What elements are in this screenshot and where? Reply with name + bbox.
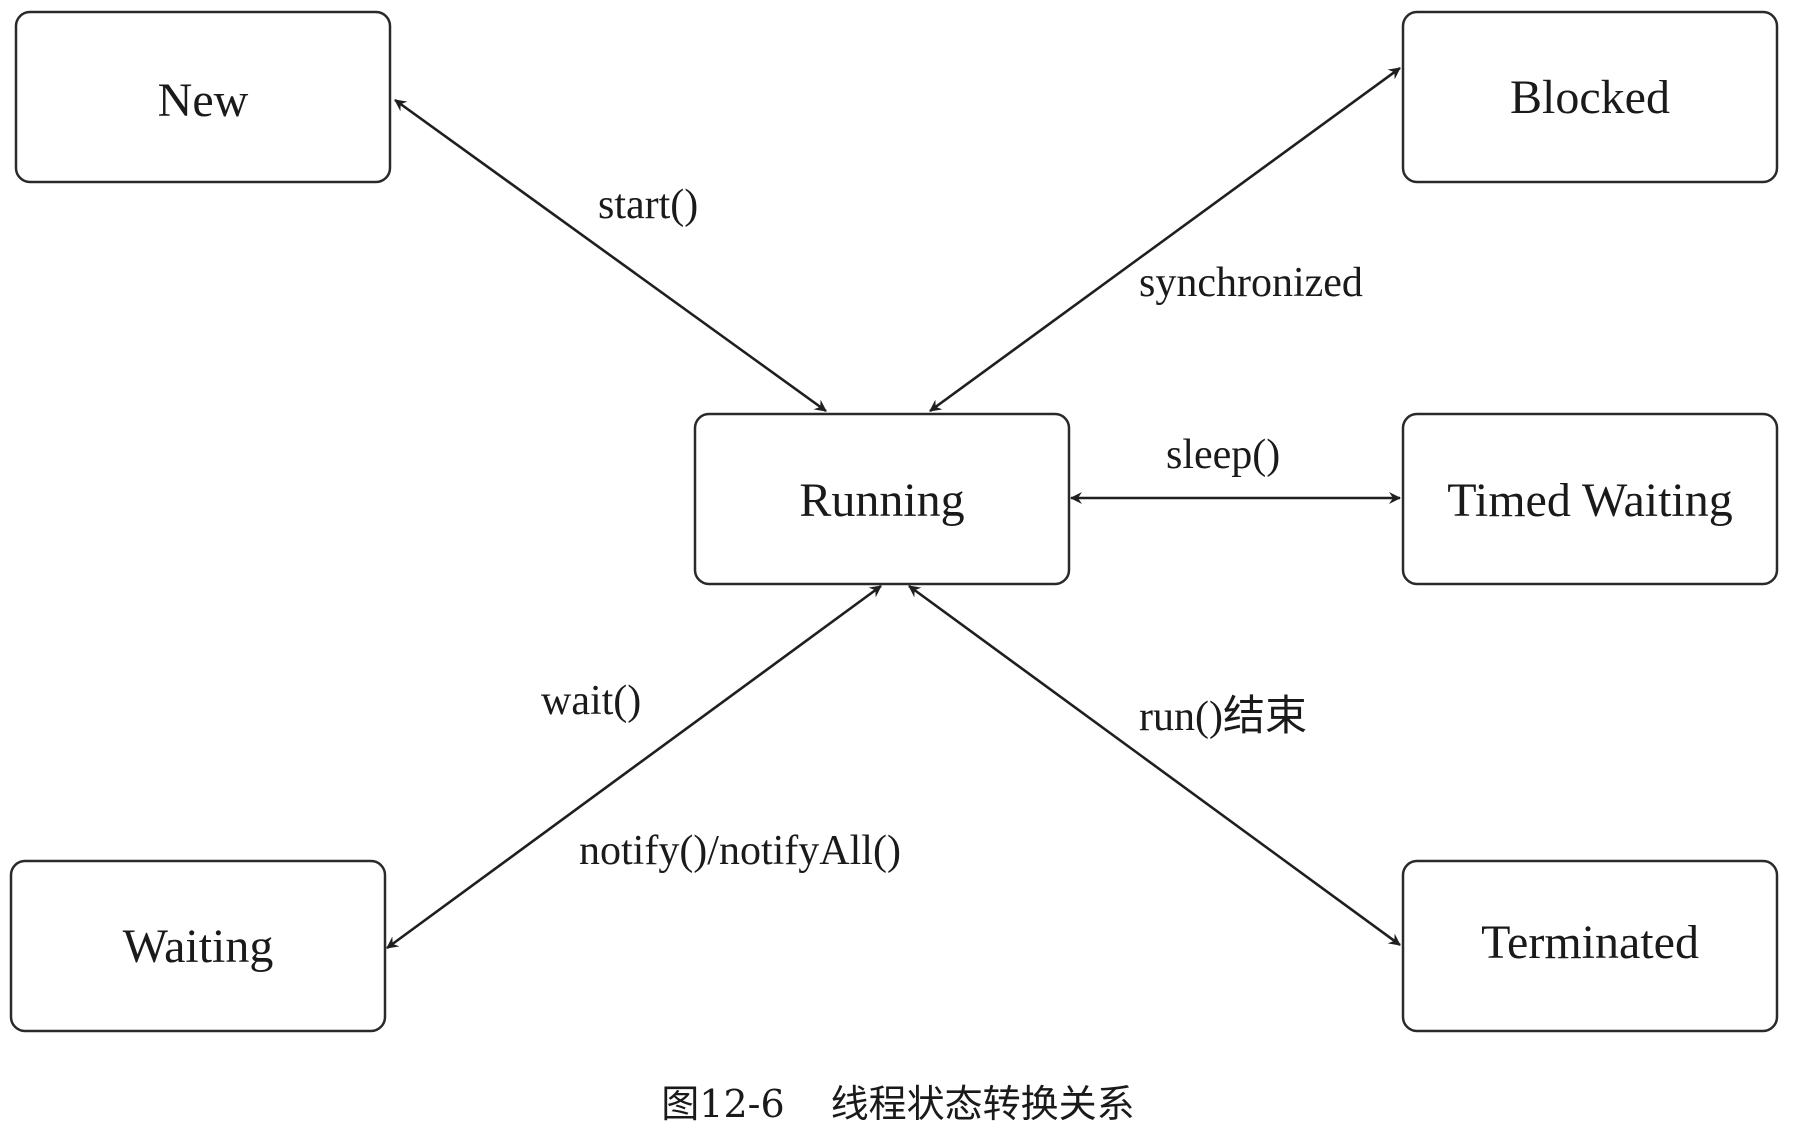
label-wait: wait() [541, 678, 641, 724]
label-sleep: sleep() [1166, 432, 1280, 478]
state-blocked-label: Blocked [1510, 71, 1670, 124]
state-waiting-label: Waiting [123, 920, 274, 973]
edge-new-running [394, 98, 827, 413]
state-new-label: New [158, 74, 249, 127]
state-terminated-label: Terminated [1481, 916, 1699, 969]
state-timed-waiting-label: Timed Waiting [1447, 474, 1733, 527]
figure-caption: 图12-6 线程状态转换关系 [0, 1085, 1796, 1123]
figure-title: 线程状态转换关系 [830, 1082, 1135, 1126]
label-notify: notify()/notifyAll() [579, 828, 901, 874]
edge-running-waiting [386, 584, 882, 950]
state-waiting: Waiting [9, 859, 387, 1033]
edge-running-terminated [908, 584, 1401, 947]
label-synchronized: synchronized [1139, 260, 1363, 306]
label-run-end: run()结束 [1139, 694, 1307, 740]
state-new: New [14, 10, 392, 184]
state-timed-waiting: Timed Waiting [1401, 412, 1779, 586]
state-blocked: Blocked [1401, 10, 1779, 184]
state-terminated: Terminated [1401, 859, 1779, 1033]
state-running-label: Running [799, 474, 964, 527]
figure-number: 图12-6 [661, 1082, 785, 1126]
edge-blocked-running [929, 66, 1401, 413]
label-start: start() [598, 182, 698, 228]
state-running: Running [693, 412, 1071, 586]
